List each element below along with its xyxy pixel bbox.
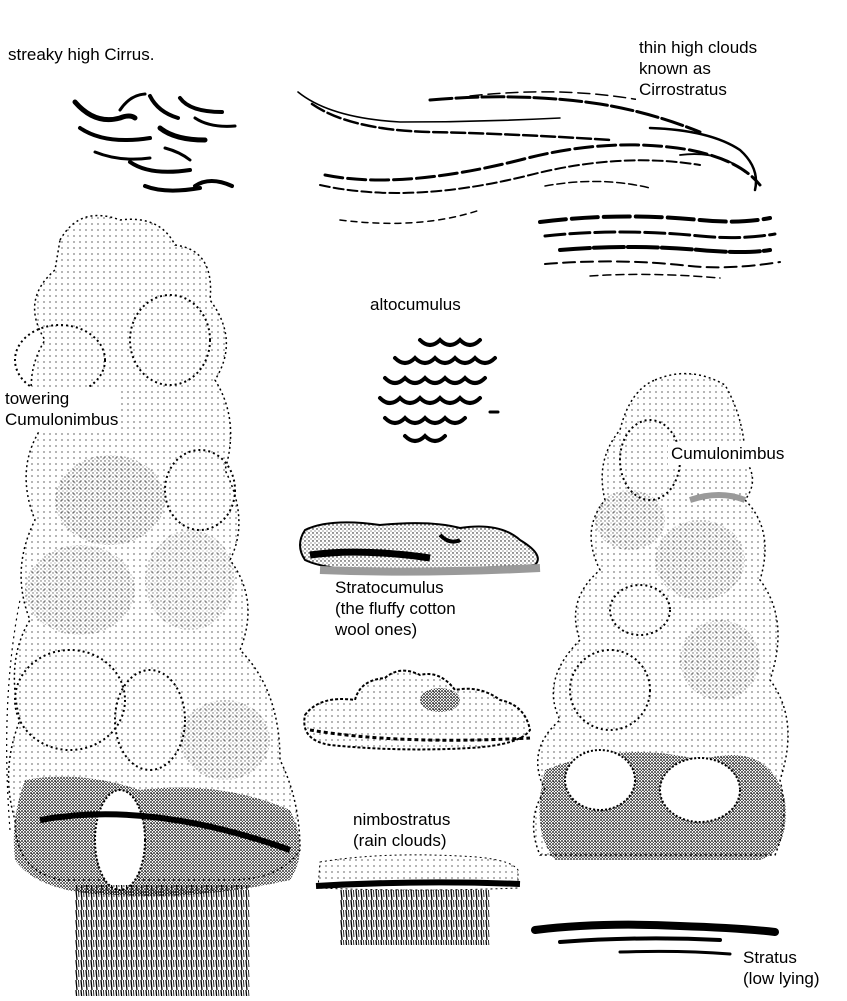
stratus-label-line: (low lying) xyxy=(743,968,820,989)
stratocumulus-label-line: wool ones) xyxy=(335,619,456,640)
cirrostratus-label-line: thin high clouds xyxy=(639,37,757,58)
nimbostratus-label-line: (rain clouds) xyxy=(353,830,450,851)
nimbostratus-cloud-drawing xyxy=(316,855,520,945)
towering-cumulonimbus-label-line: Cumulonimbus xyxy=(5,409,118,430)
stratocumulus-label: Stratocumulus (the fluffy cotton wool on… xyxy=(332,576,459,641)
cumulus-cloud-drawing xyxy=(304,671,530,750)
nimbostratus-label-line: nimbostratus xyxy=(353,809,450,830)
cumulonimbus-label: Cumulonimbus xyxy=(668,442,787,465)
cirrostratus-label: thin high clouds known as Cirrostratus xyxy=(636,36,760,101)
stratus-label: Stratus (low lying) xyxy=(740,946,823,990)
towering-cumulonimbus-cloud-drawing xyxy=(7,216,300,997)
cirrus-label-line: streaky high Cirrus. xyxy=(8,44,154,65)
towering-cumulonimbus-label-line: towering xyxy=(5,388,118,409)
stratocumulus-label-line: Stratocumulus xyxy=(335,577,456,598)
cirrus-cloud-drawing xyxy=(75,94,235,191)
nimbostratus-label: nimbostratus (rain clouds) xyxy=(350,808,453,852)
cirrostratus-cloud-drawing xyxy=(298,92,780,278)
altocumulus-cloud-drawing xyxy=(380,340,498,441)
cirrus-label: streaky high Cirrus. xyxy=(8,44,154,65)
altocumulus-label-line: altocumulus xyxy=(370,294,461,315)
stratus-cloud-drawing xyxy=(535,925,775,954)
cirrostratus-label-line: Cirrostratus xyxy=(639,79,757,100)
cumulonimbus-label-line: Cumulonimbus xyxy=(671,443,784,464)
stratus-label-line: Stratus xyxy=(743,947,820,968)
stratocumulus-cloud-drawing xyxy=(300,522,540,571)
cirrostratus-label-line: known as xyxy=(639,58,757,79)
stratocumulus-label-line: (the fluffy cotton xyxy=(335,598,456,619)
altocumulus-label: altocumulus xyxy=(370,294,461,315)
towering-cumulonimbus-label: towering Cumulonimbus xyxy=(2,387,121,431)
